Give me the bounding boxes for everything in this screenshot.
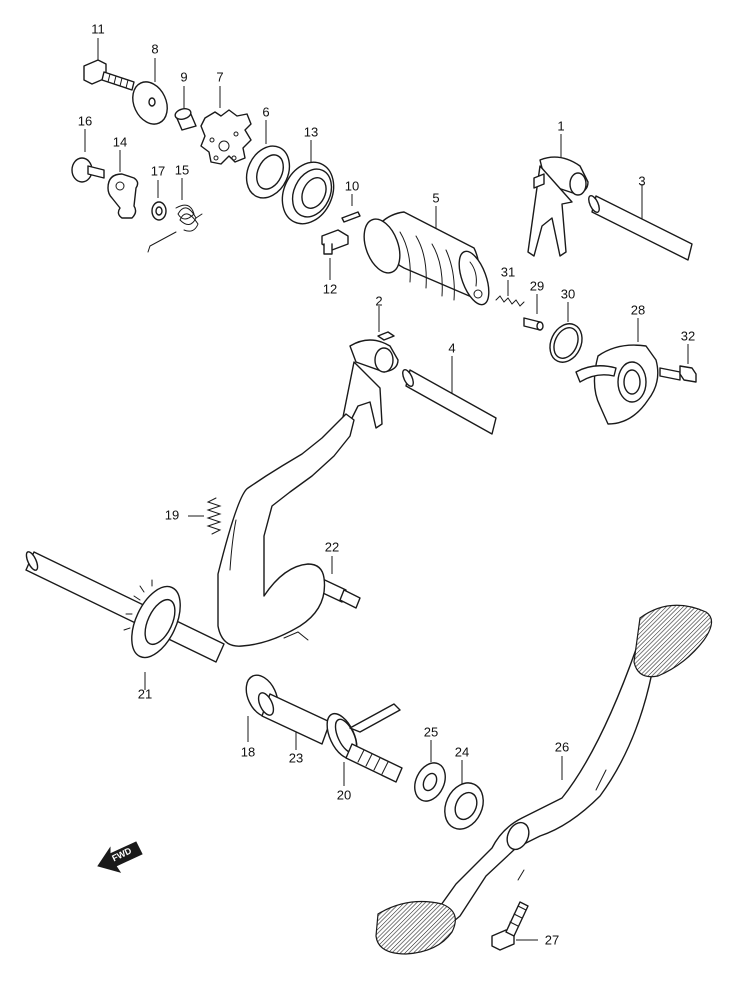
part-25-washer — [414, 740, 446, 802]
part-2-gearshift-fork — [341, 306, 399, 429]
callout-32: 32 — [681, 328, 695, 343]
callout-17: 17 — [151, 163, 165, 178]
callout-28: 28 — [631, 302, 645, 317]
callout-2: 2 — [375, 293, 382, 308]
part-30-o-ring — [549, 302, 583, 363]
callout-26: 26 — [555, 739, 569, 754]
callout-10: 10 — [345, 178, 359, 193]
callout-30: 30 — [561, 286, 575, 301]
callout-22: 22 — [325, 539, 339, 554]
fwd-arrow-icon: FWD — [97, 841, 143, 873]
callout-3: 3 — [638, 173, 645, 188]
callout-27: 27 — [545, 932, 559, 947]
part-11-bolt — [83, 38, 135, 91]
part-1-gearshift-fork — [527, 134, 589, 257]
callout-11: 11 — [91, 21, 105, 36]
part-3-fork-shaft — [588, 184, 693, 261]
part-6-bearing — [245, 120, 291, 199]
part-31-spring — [495, 280, 525, 307]
callout-16: 16 — [78, 113, 92, 128]
part-10-pin — [341, 194, 361, 223]
callout-1: 1 — [557, 118, 564, 133]
callout-20: 20 — [337, 787, 351, 802]
callout-24: 24 — [455, 744, 469, 759]
part-9-collar — [174, 86, 197, 131]
callout-25: 25 — [424, 724, 438, 739]
part-19-spring — [188, 497, 222, 535]
callout-4: 4 — [448, 340, 455, 355]
callout-6: 6 — [262, 104, 269, 119]
part-24-bearing — [444, 760, 484, 830]
part-4-fork-shaft — [402, 356, 497, 435]
callout-7: 7 — [216, 69, 223, 84]
part-17-washer — [151, 180, 167, 221]
callout-14: 14 — [113, 134, 127, 149]
part-5-gearshift-cam — [363, 206, 490, 306]
callout-31: 31 — [501, 264, 515, 279]
part-23-shaft — [257, 692, 331, 750]
part-16-bolt — [71, 129, 105, 183]
part-14-stopper-lever — [107, 150, 139, 219]
callout-13: 13 — [304, 124, 318, 139]
callout-labels: 11 8 9 7 6 13 16 14 17 15 10 12 5 1 3 31… — [78, 21, 695, 947]
callout-12: 12 — [323, 281, 337, 296]
part-26-gearshift-lever — [375, 604, 713, 955]
part-21-collar — [123, 579, 181, 690]
callout-8: 8 — [151, 41, 158, 56]
part-8-washer — [132, 58, 168, 125]
callout-18: 18 — [241, 744, 255, 759]
callout-29: 29 — [530, 278, 544, 293]
part-15-spring — [147, 178, 203, 253]
callout-9: 9 — [180, 69, 187, 84]
part-12-screw — [321, 229, 349, 280]
callout-19: 19 — [165, 507, 179, 522]
part-27-bolt — [491, 901, 538, 951]
part-32-bolt — [659, 344, 697, 383]
callout-23: 23 — [289, 750, 303, 765]
part-20-oil-seal — [326, 703, 403, 786]
callout-21: 21 — [138, 686, 152, 701]
part-13-bearing — [281, 140, 335, 225]
callout-15: 15 — [175, 162, 189, 177]
part-7-cam-plate — [200, 86, 252, 165]
part-28-cam-stopper — [575, 318, 659, 425]
part-29-pin — [523, 294, 544, 331]
part-18-gearshift-shaft — [25, 413, 355, 742]
callout-5: 5 — [432, 190, 439, 205]
